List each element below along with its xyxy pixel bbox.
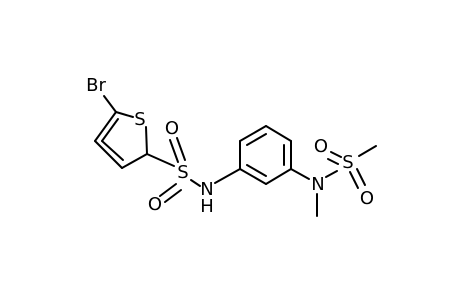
atom-nh-h: H bbox=[200, 196, 214, 217]
bond-s2-o-bottom-b bbox=[356, 168, 366, 186]
bond-c5-br bbox=[103, 95, 117, 113]
bond-s2-o-top-b bbox=[327, 158, 339, 165]
bond-benzene-n2 bbox=[290, 168, 310, 180]
bond-s1-o-top-b bbox=[176, 137, 186, 161]
atom-o-top-1: O bbox=[165, 118, 179, 139]
bond-ar-5 bbox=[265, 168, 292, 185]
atom-s-sulfonyl-1: S bbox=[177, 162, 188, 183]
bond-s1-o-bottom-a bbox=[159, 183, 177, 197]
bond-s1-o-top-a bbox=[169, 139, 179, 163]
bond-ar-3 bbox=[265, 125, 292, 142]
bond-c4-c5 bbox=[94, 111, 117, 142]
bond-c5-s bbox=[115, 111, 134, 118]
bond-s-c2 bbox=[145, 126, 148, 155]
bond-c3-c4 bbox=[94, 140, 123, 169]
bond-c2-c3 bbox=[121, 153, 148, 169]
bond-c2-s1 bbox=[146, 153, 175, 167]
bond-s2-o-bottom-a bbox=[349, 171, 359, 189]
atom-nh-n: N bbox=[200, 179, 213, 200]
bond-ar-6 bbox=[239, 168, 267, 185]
bond-n2-s2 bbox=[325, 170, 338, 178]
atom-o-top-2: O bbox=[314, 136, 328, 157]
atom-labels: Br S S O O N H N S O O bbox=[86, 75, 374, 217]
bond-nh-benzene bbox=[214, 168, 241, 184]
bond-ar-2-inner bbox=[246, 133, 267, 146]
bonds bbox=[94, 95, 377, 217]
atom-br: Br bbox=[86, 75, 106, 96]
bond-s1-o-bottom-b bbox=[164, 189, 182, 203]
bond-s2-o-top-a bbox=[330, 151, 342, 158]
bond-s1-nh bbox=[190, 179, 201, 187]
bond-s2-methyl bbox=[358, 145, 377, 157]
bond-c3-c4-inner bbox=[101, 140, 124, 161]
atom-o-bottom-1: O bbox=[148, 194, 162, 215]
atom-o-bottom-2: O bbox=[360, 188, 374, 209]
bond-c4-c5-inner bbox=[101, 118, 119, 142]
atom-n-2: N bbox=[311, 174, 324, 195]
atom-s-sulfonyl-2: S bbox=[342, 152, 353, 173]
atom-s-ring: S bbox=[134, 109, 145, 130]
bond-ar-2 bbox=[239, 125, 267, 142]
bond-ar-6-inner bbox=[246, 164, 267, 177]
